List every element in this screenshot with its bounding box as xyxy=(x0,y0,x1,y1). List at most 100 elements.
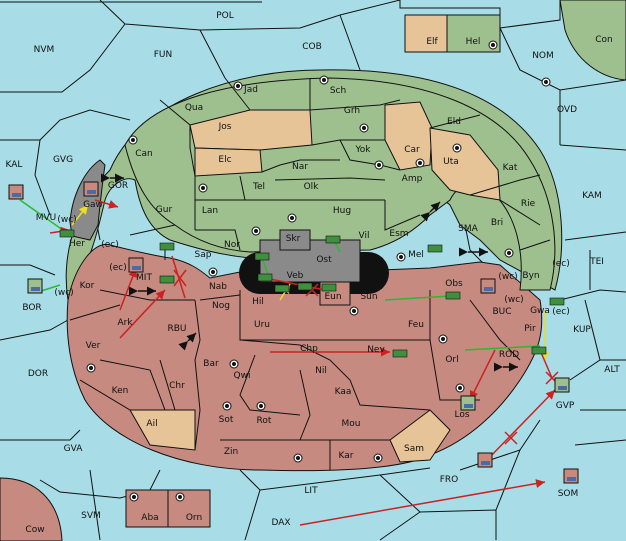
territory-label-grh[interactable]: Grh xyxy=(344,106,360,116)
territory-label-gur[interactable]: Gur xyxy=(156,205,173,215)
territory-label-eld[interactable]: Eld xyxy=(447,117,461,127)
territory-label-sma[interactable]: SMA xyxy=(458,224,478,234)
territory-label-orn[interactable]: Orn xyxy=(186,513,202,523)
territory-label-vil[interactable]: Vil xyxy=(359,231,370,241)
territory-label-gvp[interactable]: GVP xyxy=(556,401,575,411)
territory-label-nar[interactable]: Nar xyxy=(292,162,308,172)
territory-label-cob[interactable]: COB xyxy=(302,42,322,52)
territory-label-rot[interactable]: Rot xyxy=(257,416,272,426)
territory-label-jad[interactable]: Jad xyxy=(243,85,258,95)
territory-label-gaw[interactable]: Gaw xyxy=(83,200,103,210)
territory-label-nog[interactable]: Nog xyxy=(212,301,230,311)
territory-label-som[interactable]: SOM xyxy=(558,489,579,499)
territory-label-can[interactable]: Can xyxy=(135,149,153,159)
territory-label-gvg[interactable]: GVG xyxy=(53,155,73,165)
territory-label-kaa[interactable]: Kaa xyxy=(335,387,352,397)
territory-label-kup[interactable]: KUP xyxy=(573,325,591,335)
territory-label-zin[interactable]: Zin xyxy=(224,447,238,457)
territory-label-bri[interactable]: Bri xyxy=(491,218,503,228)
territory-label-dor[interactable]: DOR xyxy=(28,369,48,379)
territory-label-bor[interactable]: BOR xyxy=(22,303,41,313)
territory-label-nil[interactable]: Nil xyxy=(315,366,327,376)
coast-label-wc-byn: (wc) xyxy=(498,272,517,282)
province-borders xyxy=(69,77,551,470)
territory-label-eun[interactable]: Eun xyxy=(324,292,341,302)
territory-label-ver[interactable]: Ver xyxy=(86,341,101,351)
territory-label-rie[interactable]: Rie xyxy=(521,199,536,209)
territory-label-kor[interactable]: Kor xyxy=(80,281,95,291)
territory-label-fun[interactable]: FUN xyxy=(154,50,173,60)
territory-label-hil[interactable]: Hil xyxy=(252,297,264,307)
territory-label-sch[interactable]: Sch xyxy=(330,86,346,96)
territory-label-gva[interactable]: GVA xyxy=(64,444,84,454)
territory-label-kat[interactable]: Kat xyxy=(503,163,518,173)
territory-label-jos[interactable]: Jos xyxy=(218,122,232,132)
territory-label-elc[interactable]: Elc xyxy=(218,155,231,165)
territory-label-sap[interactable]: Sap xyxy=(195,250,212,260)
territory-label-her[interactable]: Her xyxy=(69,239,85,249)
territory-label-gor[interactable]: GOR xyxy=(108,181,128,191)
territory-label-kal[interactable]: KAL xyxy=(6,160,23,170)
territory-label-nev[interactable]: Nev xyxy=(367,345,385,355)
territory-label-kam[interactable]: KAM xyxy=(582,191,602,201)
territory-label-feu[interactable]: Feu xyxy=(408,320,424,330)
territory-label-qwi[interactable]: Qwi xyxy=(234,371,251,381)
territory-label-rbu[interactable]: RBU xyxy=(167,324,186,334)
territory-label-svm[interactable]: SVM xyxy=(81,511,101,521)
territory-label-lit[interactable]: LIT xyxy=(304,486,318,496)
territory-label-mou[interactable]: Mou xyxy=(342,419,361,429)
territory-label-esm[interactable]: Esm xyxy=(389,229,408,239)
territory-label-lan[interactable]: Lan xyxy=(202,206,218,216)
territory-label-ost[interactable]: Ost xyxy=(316,255,332,265)
territory-label-obs[interactable]: Obs xyxy=(445,279,463,289)
territory-label-buc[interactable]: BUC xyxy=(492,307,511,317)
territory-label-yok[interactable]: Yok xyxy=(354,145,371,155)
territory-label-gwa[interactable]: Gwa xyxy=(530,306,550,316)
territory-label-elf[interactable]: Elf xyxy=(426,37,438,47)
territory-label-qua[interactable]: Qua xyxy=(185,103,203,113)
territory-label-mit[interactable]: MIT xyxy=(136,273,152,283)
territory-label-mvu[interactable]: MVU xyxy=(36,213,57,223)
territory-label-nvm[interactable]: NVM xyxy=(34,45,55,55)
territory-label-car[interactable]: Car xyxy=(404,145,420,155)
territory-label-hug[interactable]: Hug xyxy=(333,206,351,216)
territory-label-kar[interactable]: Kar xyxy=(339,451,354,461)
territory-label-hel[interactable]: Hel xyxy=(466,37,481,47)
territory-label-chp[interactable]: Chp xyxy=(300,344,318,354)
territory-label-con[interactable]: Con xyxy=(595,35,613,45)
territory-label-chr[interactable]: Chr xyxy=(169,381,185,391)
territory-label-orl[interactable]: Orl xyxy=(445,355,458,365)
territory-label-uru[interactable]: Uru xyxy=(254,320,270,330)
territory-label-nor[interactable]: Nor xyxy=(224,240,240,250)
territory-label-los[interactable]: Los xyxy=(454,410,469,420)
territory-label-skr[interactable]: Skr xyxy=(286,234,301,244)
territory-label-sot[interactable]: Sot xyxy=(219,415,234,425)
territory-label-pir[interactable]: Pir xyxy=(524,324,536,334)
territory-label-mel[interactable]: Mel xyxy=(408,250,424,260)
territory-label-cow[interactable]: Cow xyxy=(25,525,44,535)
territory-label-sun[interactable]: Sun xyxy=(360,292,377,302)
territory-label-byn[interactable]: Byn xyxy=(522,271,539,281)
territory-label-ken[interactable]: Ken xyxy=(112,386,129,396)
territory-label-tei[interactable]: TEI xyxy=(589,257,604,267)
territory-label-fro[interactable]: FRO xyxy=(440,475,459,485)
territory-label-nab[interactable]: Nab xyxy=(209,282,227,292)
territory-label-amp[interactable]: Amp xyxy=(402,174,423,184)
territory-label-alt[interactable]: ALT xyxy=(604,365,620,375)
territory-label-aba[interactable]: Aba xyxy=(141,513,158,523)
territory-label-olk[interactable]: Olk xyxy=(304,182,320,192)
territory-label-veb[interactable]: Veb xyxy=(287,271,304,281)
territory-label-dax[interactable]: DAX xyxy=(271,518,290,528)
territory-label-sam[interactable]: Sam xyxy=(404,444,424,454)
territory-label-ark[interactable]: Ark xyxy=(117,318,133,328)
territory-label-nom[interactable]: NOM xyxy=(532,51,554,61)
territory-label-pol[interactable]: POL xyxy=(216,11,234,21)
strait-markers xyxy=(101,173,518,372)
territory-label-ail[interactable]: Ail xyxy=(146,419,157,429)
territory-label-ovd[interactable]: OVD xyxy=(557,105,577,115)
territory-label-tel[interactable]: Tel xyxy=(252,182,265,192)
territory-label-uta[interactable]: Uta xyxy=(443,157,459,167)
territory-label-rod[interactable]: ROD xyxy=(499,350,519,360)
territory-label-bar[interactable]: Bar xyxy=(203,359,219,369)
